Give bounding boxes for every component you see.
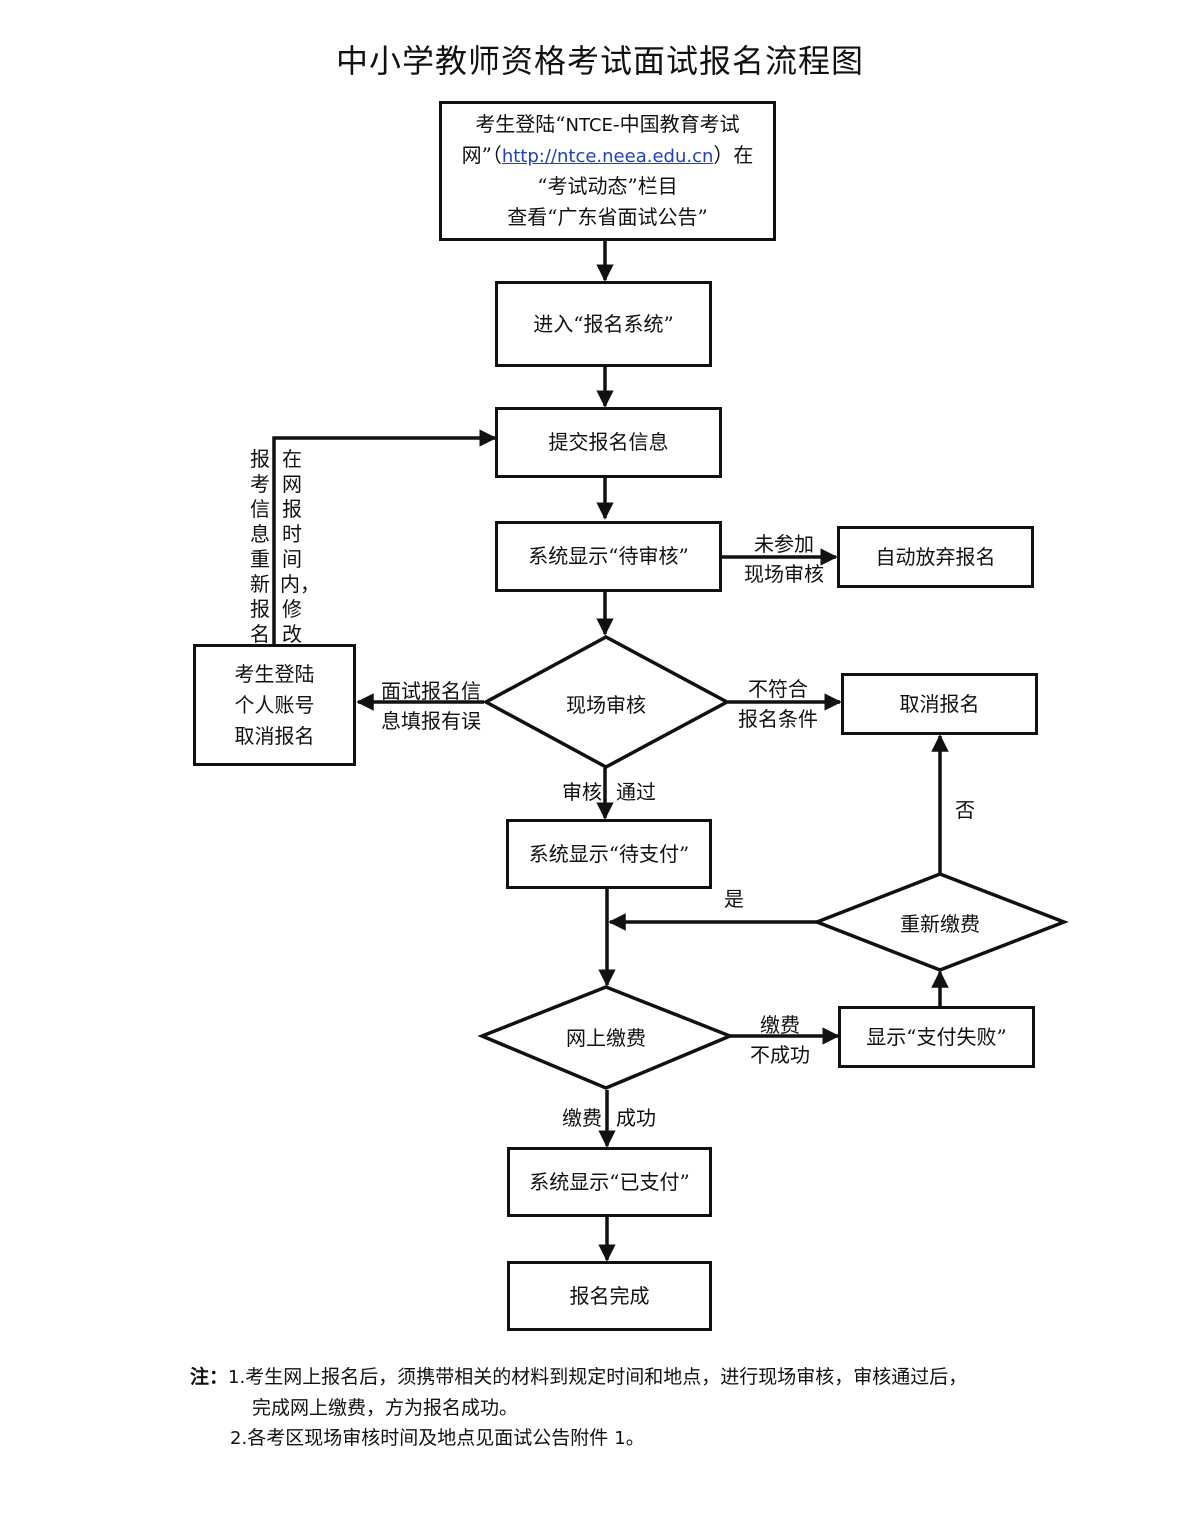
step-cancel-left: 考生登陆 个人账号 取消报名 bbox=[193, 644, 356, 766]
label-yes: 是 bbox=[724, 887, 744, 911]
step-pay-failed: 显示“支付失败” bbox=[838, 1006, 1035, 1068]
note-1-continued: 完成网上缴费，方为报名成功。 bbox=[252, 1397, 519, 1419]
label-review-pass-left: 审核 bbox=[562, 780, 602, 804]
label-not-qualified: 不符合 报名条件 bbox=[738, 677, 818, 731]
diamond-repay bbox=[812, 872, 1069, 972]
label-pay-unsuccessful: 缴费 不成功 bbox=[750, 1013, 810, 1067]
label-review-pass-right: 通过 bbox=[616, 780, 656, 804]
diamond-online-payment bbox=[477, 985, 735, 1090]
page-title: 中小学教师资格考试面试报名流程图 bbox=[335, 42, 864, 80]
step-enter-system: 进入“报名系统” bbox=[495, 281, 712, 367]
step-done: 报名完成 bbox=[507, 1261, 712, 1331]
label-re-register-vertical: 报考信息重新报名 bbox=[250, 447, 270, 646]
step-pending-review: 系统显示“待审核” bbox=[495, 521, 722, 592]
diamond-label-onsite-review: 现场审核 bbox=[566, 692, 646, 717]
step-auto-abandon: 自动放弃报名 bbox=[837, 526, 1034, 588]
login-line-2: 网”（http://ntce.neea.edu.cn）在 bbox=[461, 143, 754, 167]
label-no: 否 bbox=[955, 798, 975, 822]
footnotes: 注：1.考生网上报名后，须携带相关的材料到规定时间和地点，进行现场审核，审核通过… bbox=[190, 1362, 1070, 1454]
login-line-3: “考试动态”栏目 bbox=[537, 174, 678, 198]
step-login-ntce: 考生登陆“NTCE-中国教育考试 网”（http://ntce.neea.edu… bbox=[439, 101, 776, 241]
step-paid: 系统显示“已支付” bbox=[507, 1147, 712, 1217]
label-not-attend: 未参加 现场审核 bbox=[744, 532, 824, 586]
step-cancel-right: 取消报名 bbox=[841, 673, 1038, 735]
diamond-onsite-review bbox=[482, 635, 731, 769]
step-pending-payment: 系统显示“待支付” bbox=[506, 819, 712, 889]
label-pay-success-right: 成功 bbox=[616, 1106, 656, 1130]
arrow-cancel-left-to-submit bbox=[272, 429, 497, 644]
diamond-label-repay: 重新缴费 bbox=[900, 911, 980, 936]
label-modify-vertical: 在网报时间内，修改 bbox=[280, 447, 320, 646]
diamond-label-online-payment: 网上缴费 bbox=[566, 1025, 646, 1050]
label-pay-success-left: 缴费 bbox=[562, 1106, 602, 1130]
step-submit-info: 提交报名信息 bbox=[495, 407, 722, 478]
note-1: 注：1.考生网上报名后，须携带相关的材料到规定时间和地点，进行现场审核，审核通过… bbox=[190, 1366, 968, 1388]
ntce-url-link[interactable]: http://ntce.neea.edu.cn bbox=[501, 146, 714, 167]
login-line-1: 考生登陆“NTCE-中国教育考试 bbox=[475, 112, 740, 136]
label-info-error: 面试报名信 息填报有误 bbox=[381, 679, 481, 733]
note-2: 2.各考区现场审核时间及地点见面试公告附件 1。 bbox=[230, 1427, 645, 1449]
login-line-4: 查看“广东省面试公告” bbox=[507, 205, 708, 229]
